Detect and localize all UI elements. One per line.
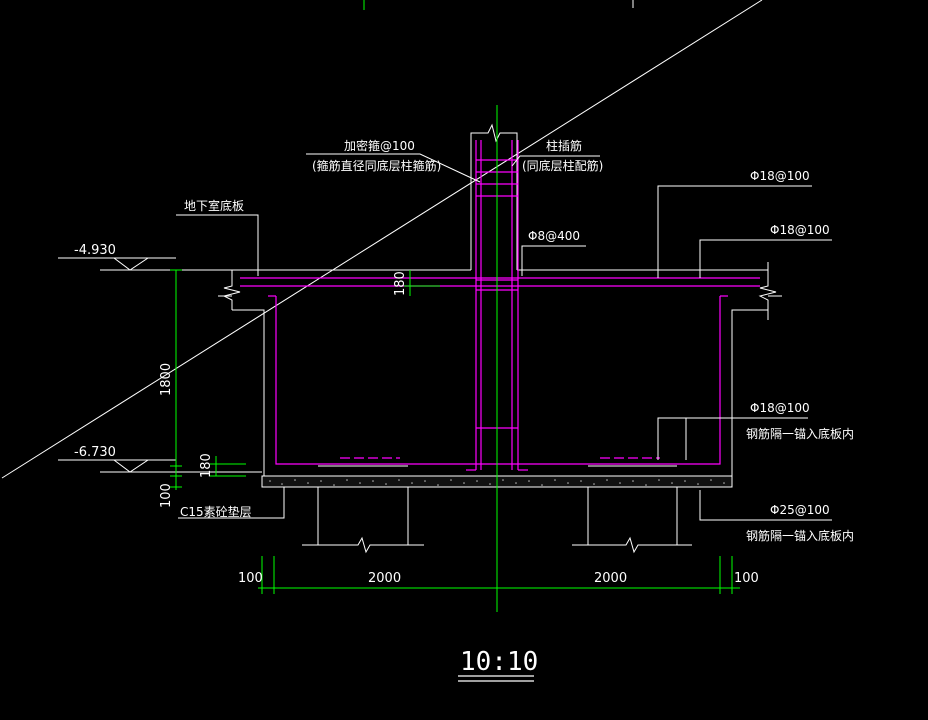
label-basement-floor: 地下室底板 — [184, 198, 244, 213]
rebar — [240, 140, 760, 471]
dim-1800: 1800 — [159, 363, 174, 396]
label-top-bar-1: Φ18@100 — [750, 169, 810, 183]
label-bottom-bar-1: Φ18@100 — [750, 401, 810, 415]
diagonal-line — [1, 0, 763, 479]
label-tie-bar: Φ8@400 — [528, 229, 580, 243]
dim-180-top: 180 — [393, 271, 408, 296]
label-bottom-bar-1-note: 钢筋隔一锚入底板内 — [746, 426, 854, 441]
dim-2000-right: 2000 — [594, 571, 627, 586]
concrete-outline — [218, 123, 782, 476]
section-title: 10:10 — [460, 647, 538, 677]
dim-2000-left: 2000 — [368, 571, 401, 586]
leaders — [176, 153, 832, 521]
label-stirrup-note: (箍筋直径同底层柱箍筋) — [312, 158, 441, 173]
elevation-marks — [58, 257, 262, 473]
cushion-hatch — [269, 479, 725, 486]
dim-100-left: 100 — [238, 571, 263, 586]
label-stirrup-densify: 加密箍@100 — [344, 138, 415, 153]
label-column-dowel-note: (同底层柱配筋) — [522, 158, 603, 173]
dim-100-right: 100 — [734, 571, 759, 586]
elevation-bottom: -6.730 — [74, 445, 116, 460]
label-cushion: C15素砼垫层 — [180, 504, 252, 519]
label-bottom-bar-2: Φ25@100 — [770, 503, 830, 517]
piles — [302, 465, 692, 554]
dimension-lines — [170, 269, 740, 594]
label-bottom-bar-2-note: 钢筋隔一锚入底板内 — [746, 528, 854, 543]
label-column-dowel: 柱插筋 — [546, 138, 582, 153]
dim-180-bottom: 180 — [199, 453, 214, 478]
dim-100-left-vertical: 100 — [159, 483, 174, 508]
label-top-bar-2: Φ18@100 — [770, 223, 830, 237]
elevation-top: -4.930 — [74, 243, 116, 258]
